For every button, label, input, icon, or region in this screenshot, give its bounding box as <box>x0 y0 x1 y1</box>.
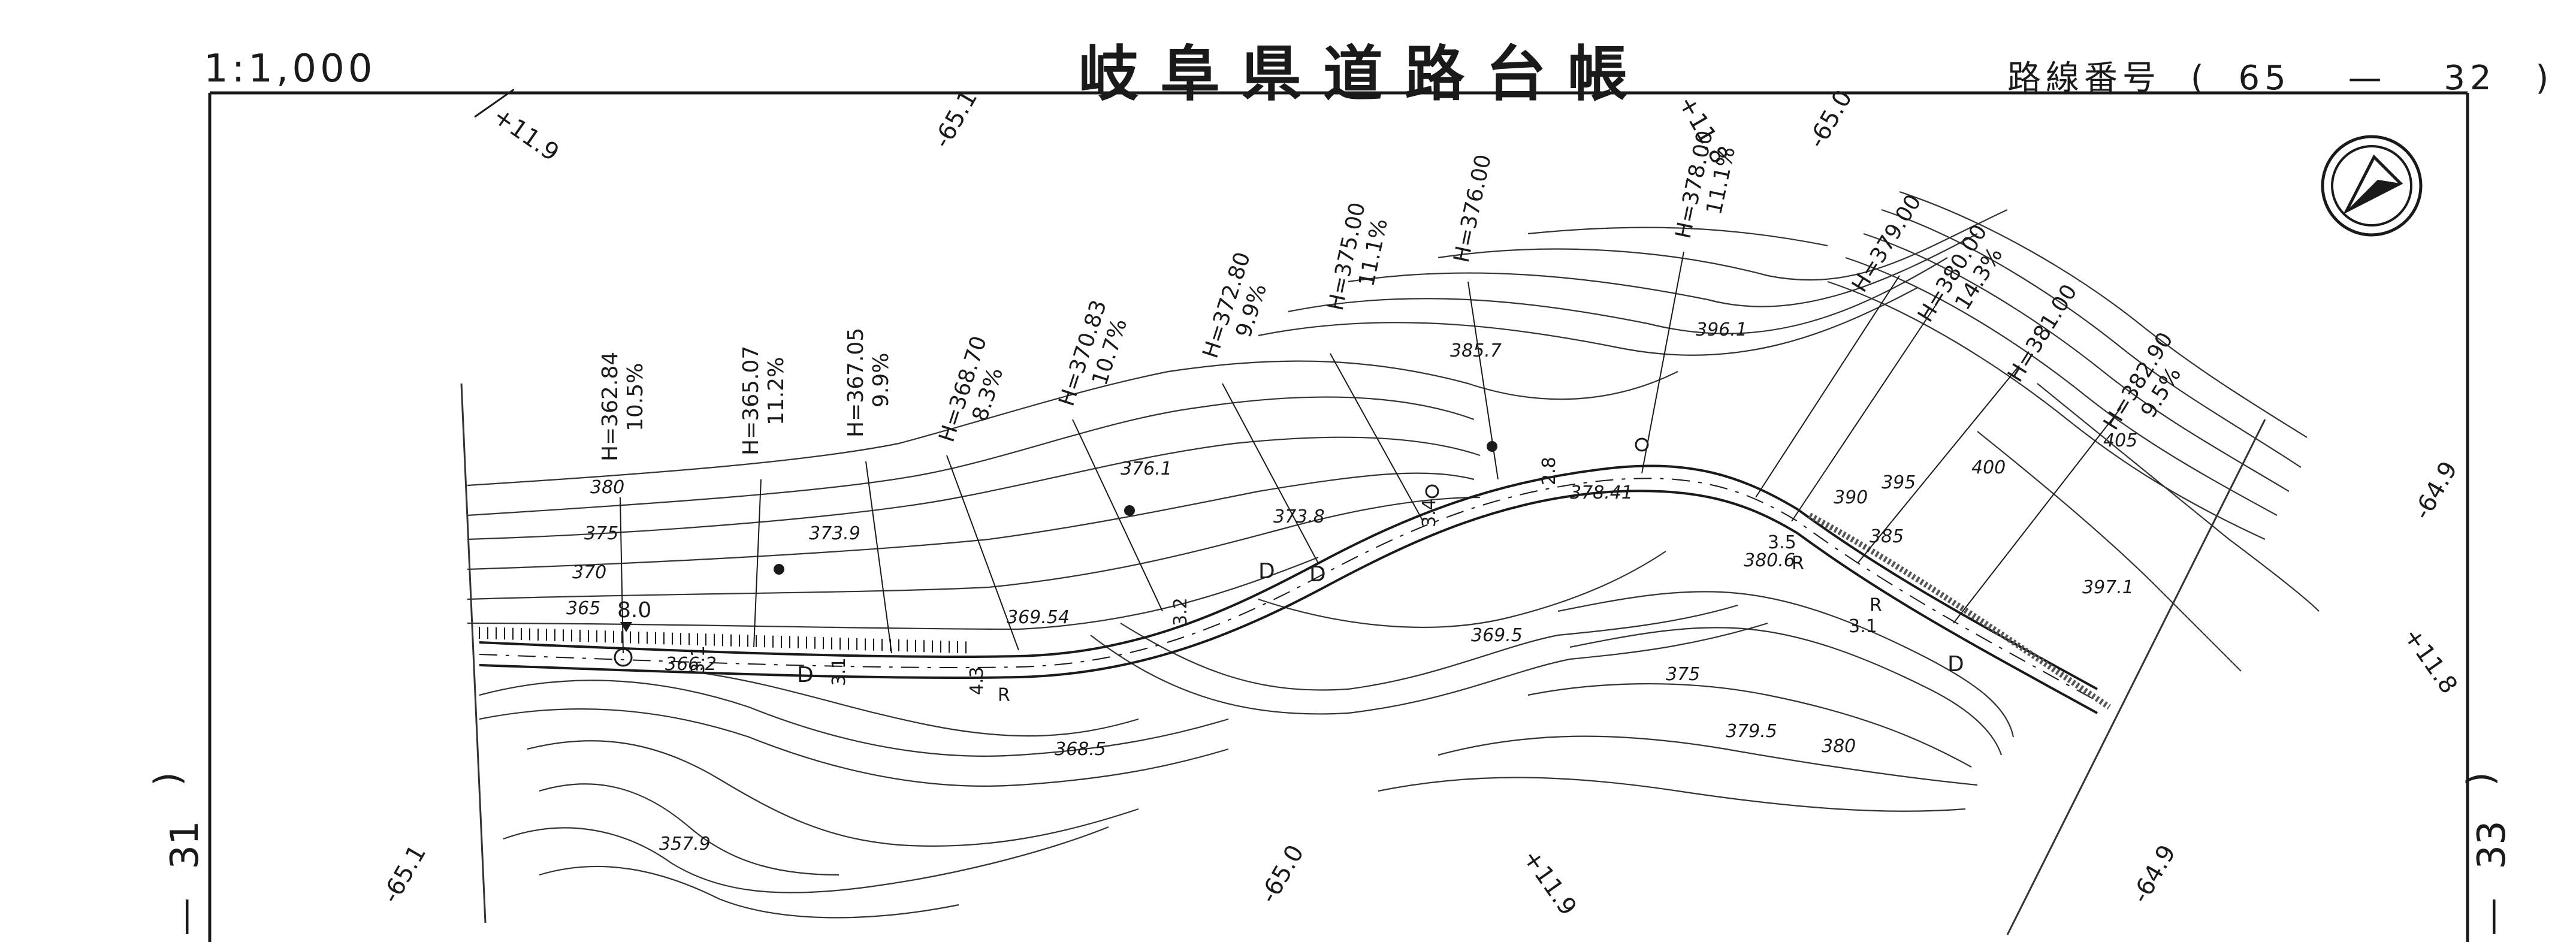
contour-label: 405 <box>2103 430 2137 451</box>
map-frame <box>208 91 2469 942</box>
road-mark: R <box>998 685 1010 706</box>
grid-mark: -65.0 <box>1255 840 1310 908</box>
route-label: 路線番号 <box>2007 59 2161 98</box>
contour-label: 379.5 <box>1726 721 1777 742</box>
grid-mark: +11.9 <box>1517 844 1582 920</box>
right-ref-number: 33 <box>2470 820 2514 869</box>
route-dash: — <box>2348 59 2387 98</box>
grid-mark: -64.9 <box>2127 840 2182 908</box>
benchmark-points <box>620 441 1497 632</box>
road-mark: D <box>1309 562 1326 587</box>
road-mark: 4.3 <box>967 666 987 695</box>
contour-label: 385.7 <box>1450 340 1502 361</box>
north-arrow-icon <box>2321 135 2423 237</box>
road-mark: 3.2 <box>1170 597 1191 626</box>
map-title: 岐阜県道路台帳 <box>1079 39 1649 109</box>
contour-label: 396.1 <box>1696 319 1747 340</box>
right-ref-dash: — <box>2470 898 2514 936</box>
route-open-paren: ( <box>2190 59 2209 98</box>
contour-label: 373.9 <box>809 523 860 544</box>
terrain-contours <box>467 191 2320 919</box>
contour-label: 369.54 <box>1007 607 1070 628</box>
road-mark: D <box>797 663 814 687</box>
profile-gradient: 9.9% <box>869 353 893 407</box>
road-alignment <box>479 464 2111 714</box>
grid-mark: -64.9 <box>2408 457 2463 524</box>
contour-label: 366.2 <box>665 654 717 675</box>
contour-label: 370 <box>572 562 606 583</box>
map-scale: 1:1,000 <box>204 47 376 91</box>
grid-mark: -65.0 <box>1803 85 1858 153</box>
contour-label: 375 <box>584 523 618 544</box>
profile-elevation: H=362.84 <box>598 352 623 461</box>
left-ref-number: 31 <box>163 820 207 869</box>
road-mark: D <box>1947 652 1964 677</box>
road-mark: 3.5 <box>1768 532 1796 553</box>
contour-label: 395 <box>1882 472 1916 493</box>
contour-label: 357.9 <box>659 834 711 855</box>
contour-label: 380 <box>590 477 624 498</box>
contour-labels: 380 375 370 365 373.9 376.1 373.8 385.7 … <box>566 319 2137 855</box>
contour-label: 390 <box>1834 487 1868 508</box>
contour-label: 373.8 <box>1273 506 1325 527</box>
contour-label: 380 <box>1822 736 1856 757</box>
profile-gradient: 11.2% <box>764 357 789 425</box>
road-marks: 8.0 3.1 3.1 4.3 R 3.2 3.4 2.8 3.5 R R 3.… <box>617 457 1964 706</box>
grid-mark: +11.8 <box>2398 623 2463 699</box>
profile-elevation: H=367.05 <box>844 328 868 437</box>
profile-elevation: H=379.00 <box>1847 191 1926 297</box>
road-mark: R <box>1792 553 1804 574</box>
road-mark: 3.1 <box>829 657 850 686</box>
contour-label: 380.6 <box>1744 550 1795 571</box>
contour-label: 376.1 <box>1121 458 1172 479</box>
sheet-edge-lines <box>460 383 2266 935</box>
route-number-block: 路線番号 ( 65 — 32 ) <box>2007 51 2553 99</box>
profile-elevation: H=381.00 <box>2003 280 2082 387</box>
road-mark: 2.8 <box>1539 457 1560 485</box>
grid-mark: -65.1 <box>377 840 432 908</box>
road-mark: 3.1 <box>688 645 709 674</box>
route-number: 65 <box>2238 59 2291 98</box>
right-ref-paren: ) <box>2460 772 2502 786</box>
profile-leader-lines <box>620 251 2122 654</box>
contour-label: 397.1 <box>2082 577 2134 598</box>
contour-label: 368.5 <box>1055 739 1106 760</box>
contour-label: 378.41 <box>1570 482 1633 503</box>
grid-mark: -65.1 <box>928 85 983 153</box>
left-ref-paren: ) <box>147 772 189 786</box>
road-mark: 3.4 <box>1419 499 1440 527</box>
road-station-ticks <box>479 627 967 654</box>
route-sheet: 32 <box>2444 59 2496 98</box>
grid-mark: +11.9 <box>488 102 564 167</box>
contour-label: 365 <box>566 598 600 619</box>
right-sheet-reference: ) 33 — <box>2460 772 2514 936</box>
contour-label: 375 <box>1666 664 1700 685</box>
left-ref-dash: — <box>163 898 207 936</box>
profile-elevation: H=365.07 <box>739 346 763 455</box>
profile-elevation: H=376.00 <box>1449 152 1496 265</box>
road-mark: 3.1 <box>1849 616 1877 637</box>
road-mark: 8.0 <box>617 598 651 623</box>
left-sheet-reference: ) 31 — <box>147 772 207 936</box>
route-close-paren: ) <box>2535 59 2554 98</box>
contour-label: 385 <box>1870 526 1904 547</box>
road-mark: R <box>1870 595 1882 616</box>
contour-label: 400 <box>1971 457 2006 478</box>
contour-label: 369.5 <box>1471 625 1523 646</box>
profile-gradient: 10.5% <box>623 363 648 431</box>
road-mark: D <box>1258 559 1275 584</box>
